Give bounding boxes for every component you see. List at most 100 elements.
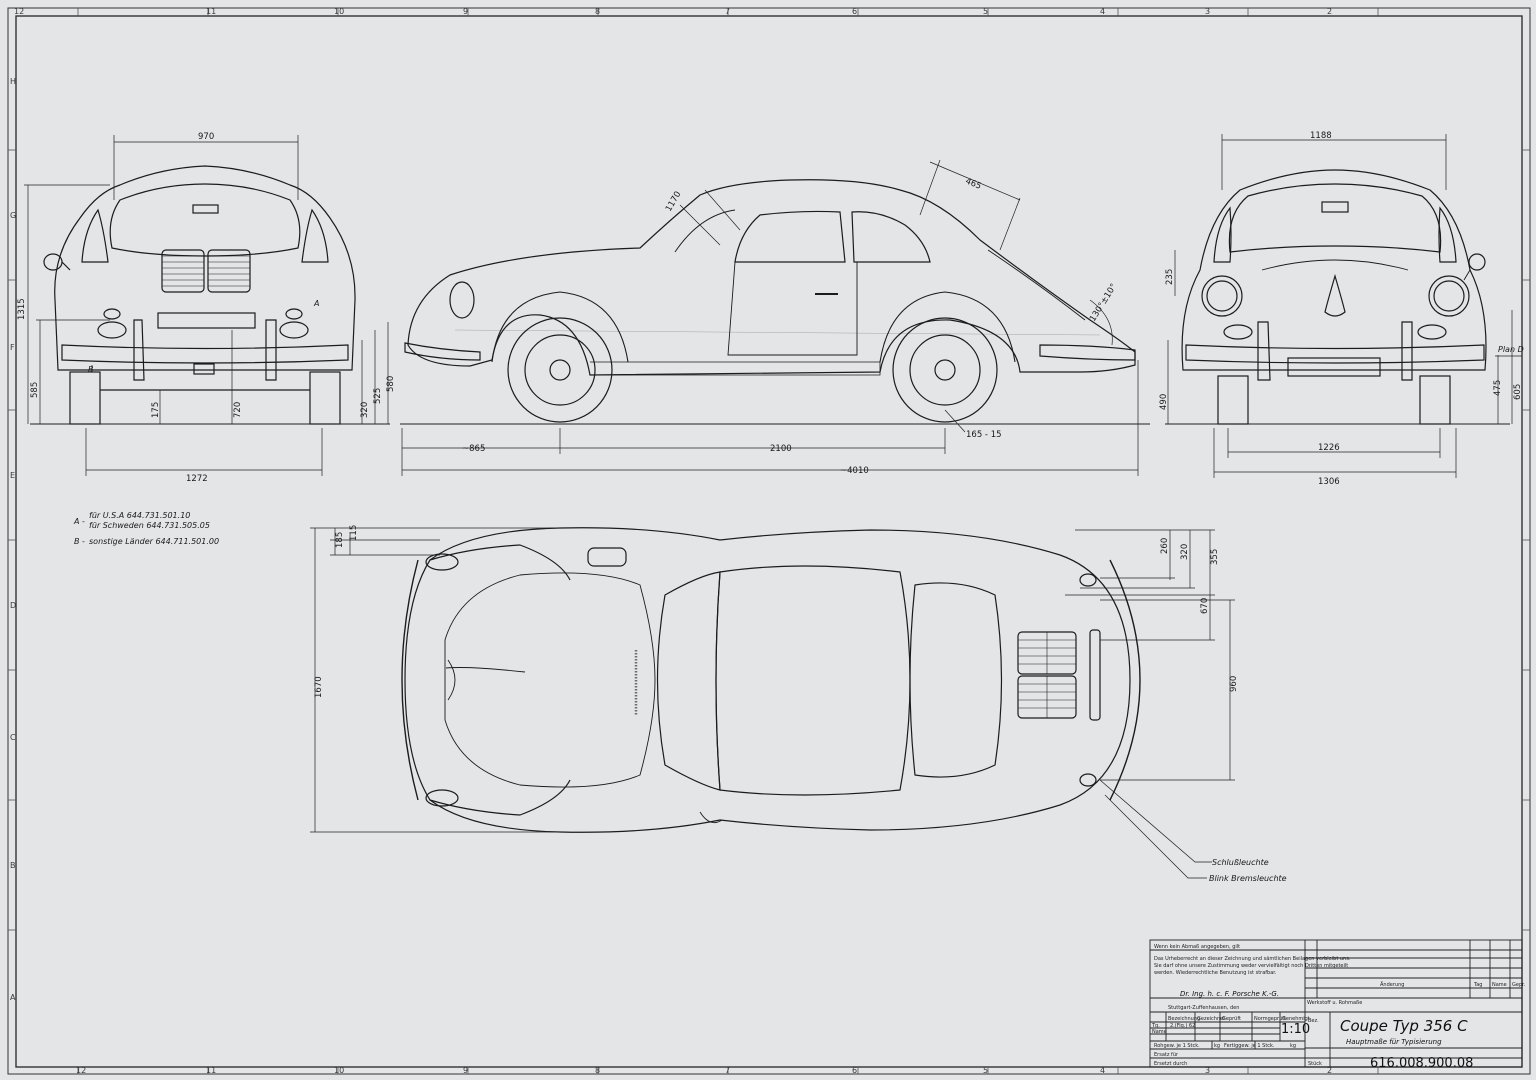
front-overrider-right: [265, 319, 277, 381]
side-body-outline: [407, 179, 1136, 376]
side-window-front: [734, 210, 846, 263]
dim-top-670: 670: [1200, 598, 1210, 614]
top-front-fender-lower: [429, 779, 571, 816]
tb-change-header: Änderung: [1380, 981, 1404, 988]
zone-label: B: [10, 861, 16, 870]
front-indicator-right: [285, 308, 303, 320]
side-front-bumper: [404, 342, 481, 361]
callout-brake-light: Blink Bremsleuchte: [1209, 874, 1287, 883]
dim-top-355: 355: [1210, 549, 1220, 565]
dim-front-lamps: 720: [233, 402, 243, 418]
dim-front-525: 525: [373, 388, 383, 404]
rear-side-window-right: [1438, 206, 1457, 263]
dim-tire: 165 - 15: [966, 430, 1002, 440]
dim-glass: 465: [964, 177, 983, 192]
dim-front-height: 1315: [17, 298, 27, 320]
tb-replaced-by: Ersetzt durch: [1154, 1061, 1187, 1067]
front-side-mirror: [43, 253, 63, 271]
side-window-rear: [851, 211, 931, 263]
dim-windshield: 1170: [664, 190, 683, 214]
note-a-sweden: für Schweden 644.731.505.05: [89, 521, 210, 530]
tb-sheet-label: Stück: [1308, 1061, 1322, 1067]
rear-headlight-left: [1201, 275, 1243, 317]
zone-label: 7: [725, 1066, 730, 1075]
zone-label: F: [10, 343, 15, 352]
front-glass: [109, 183, 301, 257]
dim-front-580: 580: [386, 376, 396, 392]
tb-title-main: Coupe Typ 356 C: [1340, 1017, 1468, 1035]
zone-label: 6: [852, 1066, 857, 1075]
side-rear-wheel-arch: [879, 291, 1016, 363]
top-view: [401, 527, 1141, 833]
zone-label: 12: [76, 1066, 86, 1075]
tb-date-value: 2.(Fig.) 62: [1170, 1023, 1195, 1029]
tb-change-col: Gepr.: [1512, 982, 1526, 988]
dim-rear-605: 605: [1513, 384, 1523, 400]
side-rocker: [590, 361, 881, 376]
zone-label: 11: [206, 1066, 216, 1075]
note-b-other: sonstige Länder 644.711.501.00: [89, 537, 219, 546]
dim-top-185: 185: [335, 532, 345, 548]
zone-label: 4: [1100, 7, 1105, 16]
rear-view: [1181, 169, 1487, 425]
title-block: [1149, 939, 1523, 1068]
zone-label: 2: [1327, 7, 1332, 16]
front-lamp-right: [279, 321, 309, 339]
dim-top-115: 115: [349, 525, 359, 541]
tb-drawing-number: 616.008.900.08: [1370, 1056, 1473, 1071]
front-mirror-stalk: [61, 261, 71, 271]
zone-label: 6: [852, 7, 857, 16]
zone-label: G: [10, 211, 16, 220]
side-door: [727, 261, 858, 356]
rear-tire-left: [1217, 375, 1249, 425]
zone-label: D: [10, 601, 16, 610]
front-side-window-right: [301, 208, 329, 263]
zone-ticks: [8, 8, 1530, 1074]
tb-date-row: Tg.: [1151, 1023, 1160, 1029]
tb-location: Stuttgart-Zuffenhausen, den: [1168, 1005, 1239, 1011]
tb-change-col: Name: [1492, 982, 1507, 988]
top-hood-handle: [445, 667, 526, 673]
zone-label: 8: [595, 7, 600, 16]
front-mirror: [192, 204, 219, 214]
side-front-hub: [549, 359, 571, 381]
dim-top-width: 1670: [314, 676, 324, 698]
side-front-tire: [507, 317, 613, 423]
zone-label: 8: [595, 1066, 600, 1075]
reference-notes: A - für U.S.A 644.731.501.10 für Schwede…: [73, 511, 219, 546]
front-grille-right: [207, 249, 251, 293]
zone-label: H: [10, 77, 16, 86]
tb-col-header: Gezeichnet: [1197, 1016, 1225, 1022]
top-mirror: [699, 811, 723, 824]
front-tire-right: [309, 371, 341, 425]
zone-label: 4: [1100, 1066, 1105, 1075]
rear-overrider-left: [1257, 321, 1271, 381]
title-block-text: Wenn kein Abmaß angegeben, gilt Das Urhe…: [1151, 944, 1526, 1071]
tb-unit: kg: [1290, 1043, 1296, 1049]
top-engine-grille-lower: [1017, 675, 1077, 719]
tb-replaces: Ersatz für: [1154, 1052, 1179, 1058]
front-view-dim-text: 970 1272 1315 585 175 720 320 525 580 A …: [17, 132, 396, 484]
tb-col-header: Genehmigt: [1282, 1016, 1310, 1022]
rear-windshield: [1228, 183, 1442, 253]
dim-wheelbase: 2100: [770, 444, 792, 454]
front-view: [43, 165, 356, 425]
dim-rear-475: 475: [1493, 380, 1503, 396]
side-view-dims: [401, 159, 1139, 476]
front-plate: [157, 312, 256, 329]
tb-unit: kg: [1214, 1043, 1220, 1049]
zone-label: 3: [1205, 1066, 1210, 1075]
side-rear-tire: [892, 317, 998, 423]
zone-label: 9: [463, 7, 468, 16]
top-taillight-left: [1079, 573, 1097, 587]
dim-length: ~4010: [840, 466, 869, 476]
note-a-usa: für U.S.A 644.731.501.10: [89, 511, 190, 520]
rear-plate-area: [1287, 357, 1381, 377]
note-a-prefix: A -: [73, 517, 85, 526]
rear-fog-right: [1417, 324, 1447, 340]
front-box: [193, 363, 215, 375]
side-view: [404, 179, 1136, 423]
tb-werkstoff: Werkstoff u. Rohmaße: [1307, 1000, 1362, 1006]
zone-label: 11: [206, 7, 216, 16]
front-indicator-left: [103, 308, 121, 320]
